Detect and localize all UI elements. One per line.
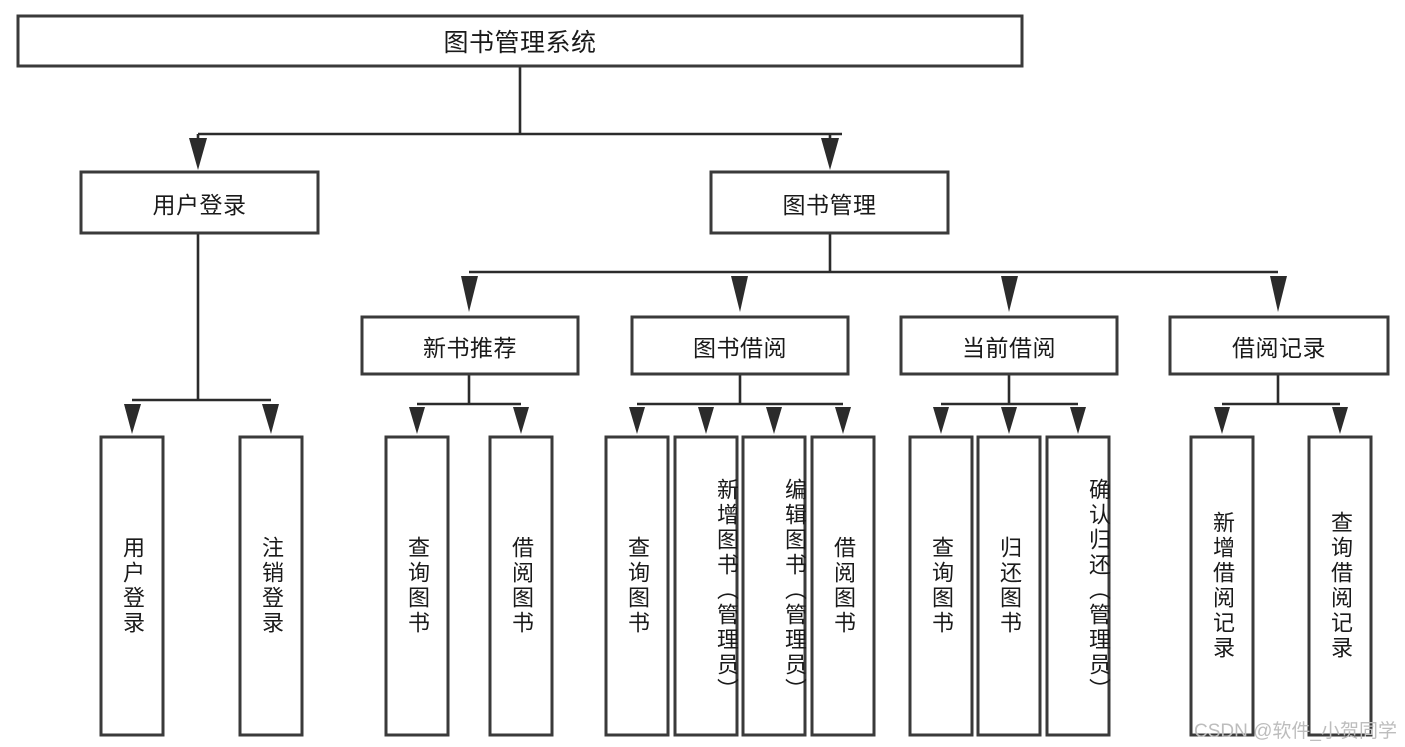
arrow-to-current-borrow-icon	[1001, 276, 1018, 312]
arrow-to-leaf-confirm-return-icon	[1070, 407, 1086, 434]
node-borrow-record[interactable]	[1168, 315, 1390, 376]
leaf-query-book-1[interactable]	[384, 435, 450, 737]
arrow-to-borrow-record-icon	[1270, 276, 1287, 312]
arrow-to-leaf-query-book-1-icon	[409, 407, 425, 434]
leaf-add-record[interactable]	[1189, 435, 1255, 737]
leaf-confirm-return[interactable]	[1045, 435, 1111, 737]
leaf-edit-book[interactable]	[741, 435, 807, 737]
leaf-user-logout[interactable]	[238, 435, 304, 737]
connector-layer	[124, 67, 1348, 434]
arrow-to-leaf-return-book-icon	[1001, 407, 1017, 434]
leaf-borrow-book-2[interactable]	[810, 435, 876, 737]
arrow-root-to-book-manage-icon	[821, 138, 839, 170]
arrow-to-leaf-add-book-icon	[698, 407, 714, 434]
leaf-query-record[interactable]	[1307, 435, 1373, 737]
arrow-to-leaf-edit-book-icon	[766, 407, 782, 434]
arrow-to-leaf-query-book-3-icon	[933, 407, 949, 434]
leaf-user-login[interactable]	[99, 435, 165, 737]
leaf-borrow-book-1[interactable]	[488, 435, 554, 737]
arrow-to-leaf-user-logout-icon	[262, 404, 279, 434]
node-book-borrow[interactable]	[630, 315, 850, 376]
arrow-to-leaf-add-record-icon	[1214, 407, 1230, 434]
box-layer	[16, 14, 1390, 737]
arrow-to-book-borrow-icon	[731, 276, 748, 312]
leaf-query-book-3[interactable]	[908, 435, 974, 737]
leaf-return-book[interactable]	[976, 435, 1042, 737]
node-new-book-rec[interactable]	[360, 315, 580, 376]
arrow-to-leaf-query-record-icon	[1332, 407, 1348, 434]
leaf-add-book[interactable]	[673, 435, 739, 737]
node-root[interactable]	[16, 14, 1024, 68]
arrow-to-leaf-query-book-2-icon	[629, 407, 645, 434]
arrow-to-leaf-borrow-book-2-icon	[835, 407, 851, 434]
arrow-to-leaf-user-login-icon	[124, 404, 141, 434]
arrow-root-to-user-login-icon	[189, 138, 207, 170]
node-current-borrow[interactable]	[899, 315, 1119, 376]
leaf-query-book-2[interactable]	[604, 435, 670, 737]
node-user-login[interactable]	[79, 170, 320, 235]
arrow-to-new-book-rec-icon	[461, 276, 478, 312]
arrow-to-leaf-borrow-book-1-icon	[513, 407, 529, 434]
node-book-manage[interactable]	[709, 170, 950, 235]
